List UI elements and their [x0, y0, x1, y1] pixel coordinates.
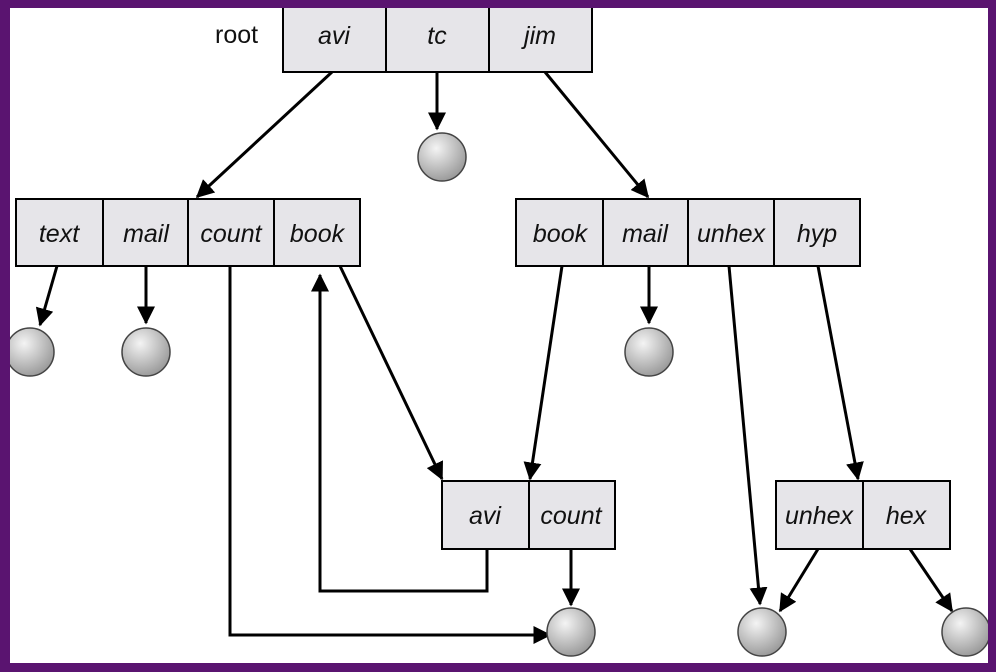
entry-label: avi — [318, 22, 351, 50]
entry-label: tc — [427, 22, 447, 50]
dir-cell — [488, 8, 593, 73]
root-label: root — [215, 21, 258, 49]
entry-label: count — [540, 502, 602, 530]
dir-cell — [602, 198, 689, 267]
dir-cell — [15, 198, 104, 267]
dir-cell — [528, 480, 616, 550]
dir-cell — [385, 8, 490, 73]
dir-cell — [441, 480, 530, 550]
link-arrow — [35, 265, 59, 327]
dir-cell — [273, 198, 361, 267]
entry-label: book — [533, 220, 589, 248]
link-arrow — [778, 548, 820, 613]
avi-directory: text mail count book — [15, 198, 361, 267]
dir-cell — [775, 480, 864, 550]
entry-label: unhex — [697, 220, 767, 248]
hyp-directory: unhex hex — [775, 480, 951, 550]
dir-cell — [515, 198, 604, 267]
diagram-frame: root avi tc jim text mail count book boo… — [10, 8, 988, 663]
dir-cell — [773, 198, 861, 267]
link-arrow — [543, 71, 650, 199]
directory-graph-diagram: root avi tc jim text mail count book boo… — [10, 8, 988, 657]
file-circle-icon — [121, 327, 171, 377]
dir-cell — [862, 480, 951, 550]
dir-cell — [687, 198, 775, 267]
entry-label: hyp — [797, 220, 837, 248]
file-circle-icon — [417, 132, 467, 182]
link-arrow — [338, 265, 444, 481]
entry-label: mail — [123, 220, 170, 248]
file-circle-icon — [624, 327, 674, 377]
entry-label: count — [200, 220, 262, 248]
file-circle-icon — [546, 607, 596, 657]
link-arrow — [228, 266, 552, 644]
link-arrow — [908, 548, 954, 613]
entry-label: unhex — [785, 502, 855, 530]
link-arrow — [311, 273, 489, 593]
entry-label: jim — [521, 22, 556, 50]
dir-cell — [102, 198, 189, 267]
entry-label: text — [39, 220, 80, 248]
link-arrow — [727, 265, 768, 606]
entry-label: mail — [622, 220, 669, 248]
file-circle-icon — [10, 327, 55, 377]
dir-cell — [282, 8, 387, 73]
entry-label: hex — [886, 502, 928, 530]
file-circle-icon — [941, 607, 988, 657]
root-directory: avi tc jim — [282, 8, 593, 73]
shared-directory: avi count — [441, 480, 616, 550]
link-arrow — [195, 70, 334, 199]
entry-label: avi — [469, 502, 502, 530]
file-circle-icon — [737, 607, 787, 657]
entry-label: book — [290, 220, 346, 248]
link-arrow — [523, 265, 564, 481]
jim-directory: book mail unhex hyp — [515, 198, 861, 267]
link-arrow — [816, 265, 864, 481]
